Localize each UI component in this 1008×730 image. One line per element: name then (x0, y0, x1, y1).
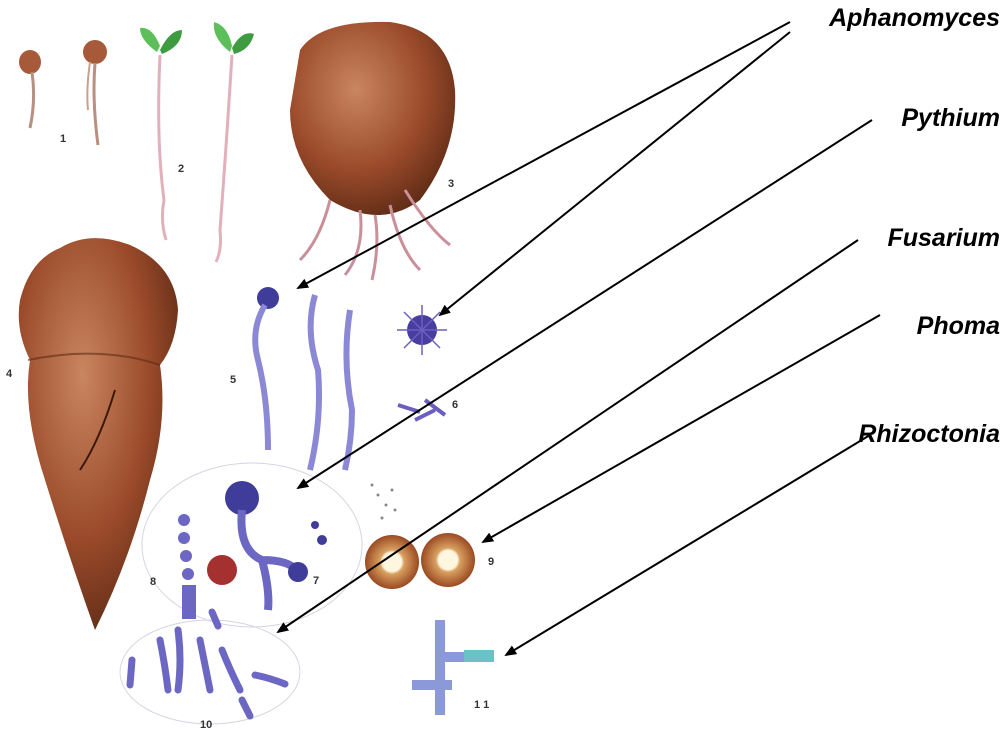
label-aphanomyces: Aphanomyces (829, 4, 1000, 33)
label-fusarium: Fusarium (887, 224, 1000, 253)
figure-number-11: 1 1 (474, 699, 489, 711)
seedling-group-1 (19, 40, 107, 145)
figure-number-5: 5 (230, 374, 236, 386)
arrow-fusarium (278, 240, 858, 632)
figure-number-6: 6 (452, 399, 458, 411)
figure-number-1: 1 (60, 133, 66, 145)
label-phoma: Phoma (917, 312, 1000, 341)
figure-number-9: 9 (488, 556, 494, 568)
seedling-group-2 (140, 22, 254, 262)
arrow-phoma (483, 315, 880, 542)
figure-number-8: 8 (150, 576, 156, 588)
arrow-aphanomyces-2 (440, 32, 790, 315)
arrow-rhizoctonia (506, 435, 870, 655)
pythium-structures-7-8 (142, 463, 362, 627)
oospore-6 (397, 305, 447, 420)
label-rhizoctonia: Rhizoctonia (858, 420, 1000, 449)
label-pythium: Pythium (901, 104, 1000, 133)
figure-number-10: 10 (200, 719, 212, 730)
sugar-beet-4 (19, 238, 178, 630)
figure-number-3: 3 (448, 178, 454, 190)
diseased-root-3 (290, 22, 455, 280)
figure-number-4: 4 (6, 368, 13, 380)
hyphae-5 (255, 287, 352, 470)
figure-number-2: 2 (178, 163, 184, 175)
fusarium-conidia-10 (120, 612, 300, 724)
figure-number-7: 7 (313, 575, 319, 587)
